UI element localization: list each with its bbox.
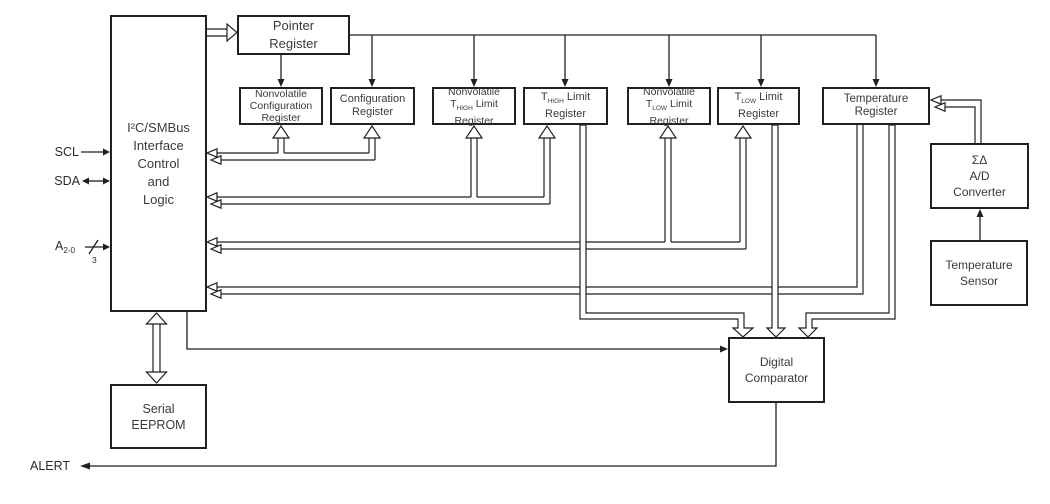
bus-wires [145, 22, 982, 384]
block-nonvolatile-thigh-limit-register: Nonvolatile THIGH Limit Register [432, 85, 516, 127]
block-line: Nonvolatile [448, 85, 500, 98]
pointer-distribution-line [280, 34, 877, 80]
block-line: Nonvolatile [255, 88, 307, 100]
subscript-2-0: 2-0 [63, 246, 75, 255]
addr-bus-slash [88, 239, 99, 255]
block-i2c-smbus-interface: I²C/SMBus Interface Control and Logic [110, 15, 207, 312]
block-sigma-delta-ad-converter: ΣΔ A/D Converter [930, 143, 1029, 209]
block-tlow-limit-register: TLOW Limit Register [717, 87, 800, 125]
block-line: Register [545, 108, 586, 120]
block-line: Temperature [945, 258, 1013, 272]
block-line: Configuration [249, 100, 313, 112]
thigh-to-comparator-bus [579, 124, 755, 338]
block-line: Register [352, 106, 393, 118]
config-registers-bus [205, 124, 382, 166]
block-pointer-register: Pointer Register [237, 15, 350, 55]
pin-label-alert: ALERT [30, 459, 71, 473]
block-line: Logic [142, 191, 175, 207]
temp-register-to-comparator-bus [797, 124, 896, 338]
block-line: Sensor [959, 274, 999, 288]
block-serial-eeprom: Serial EEPROM [110, 384, 207, 449]
block-line: Nonvolatile [643, 85, 695, 98]
thigh-registers-bus [205, 124, 557, 210]
pin-label-sda: SDA [54, 174, 80, 188]
tlow-to-comparator-bus [765, 124, 787, 338]
comparator-to-alert-line [90, 403, 777, 467]
tlow-registers-bus [205, 124, 753, 255]
block-line: Register [269, 36, 318, 51]
block-line: A/D [969, 169, 990, 183]
block-line: Control [137, 155, 180, 171]
subscript-low: LOW [652, 104, 668, 112]
block-line: Configuration [339, 93, 406, 105]
address-bus-width-label: 3 [92, 255, 97, 265]
temp-register-to-interface-bus [205, 125, 864, 300]
pin-label-address: A2-0 [55, 239, 75, 255]
block-line: Comparator [744, 371, 809, 385]
block-line: Converter [953, 185, 1006, 199]
block-line: THIGH Limit [450, 97, 498, 112]
interface-eeprom-bus [145, 312, 168, 384]
subscript-low: LOW [741, 98, 757, 105]
pin-label-scl: SCL [54, 145, 79, 159]
block-line: Register [649, 114, 689, 127]
block-line: Register [738, 108, 779, 120]
block-digital-comparator: Digital Comparator [728, 337, 825, 403]
block-thigh-limit-register: THIGH Limit Register [523, 87, 608, 125]
block-line: EEPROM [131, 417, 186, 432]
block-line: Register [854, 106, 898, 118]
block-line: ΣΔ [971, 153, 988, 167]
block-line: and [147, 173, 170, 189]
block-line: I²C/SMBus [127, 119, 190, 135]
block-line: TLOW Limit [734, 91, 783, 105]
subscript-high: HIGH [547, 98, 564, 105]
block-line: TLOW Limit [645, 97, 693, 112]
block-temperature-sensor: Temperature Sensor [930, 240, 1028, 306]
subscript-high: HIGH [456, 104, 473, 112]
block-line: Digital [759, 355, 794, 369]
block-line: Pointer [272, 18, 315, 33]
interface-to-pointer-bus [207, 22, 238, 43]
block-nonvolatile-tlow-limit-register: Nonvolatile TLOW Limit Register [627, 85, 711, 127]
block-line: Register [454, 114, 494, 127]
block-line: Interface [133, 137, 184, 153]
block-line: Register [261, 112, 301, 124]
block-line: Serial [142, 401, 175, 416]
block-configuration-register: Configuration Register [330, 87, 415, 125]
solid-arrowheads [80, 79, 984, 470]
block-temperature-register: Temperature Register [822, 87, 930, 125]
block-nonvolatile-configuration-register: Nonvolatile Configuration Register [239, 87, 323, 125]
interface-to-comparator-line [186, 312, 720, 350]
adc-to-temp-register-bus [929, 94, 982, 143]
block-line: Temperature [843, 93, 909, 105]
block-line: THIGH Limit [540, 91, 591, 105]
